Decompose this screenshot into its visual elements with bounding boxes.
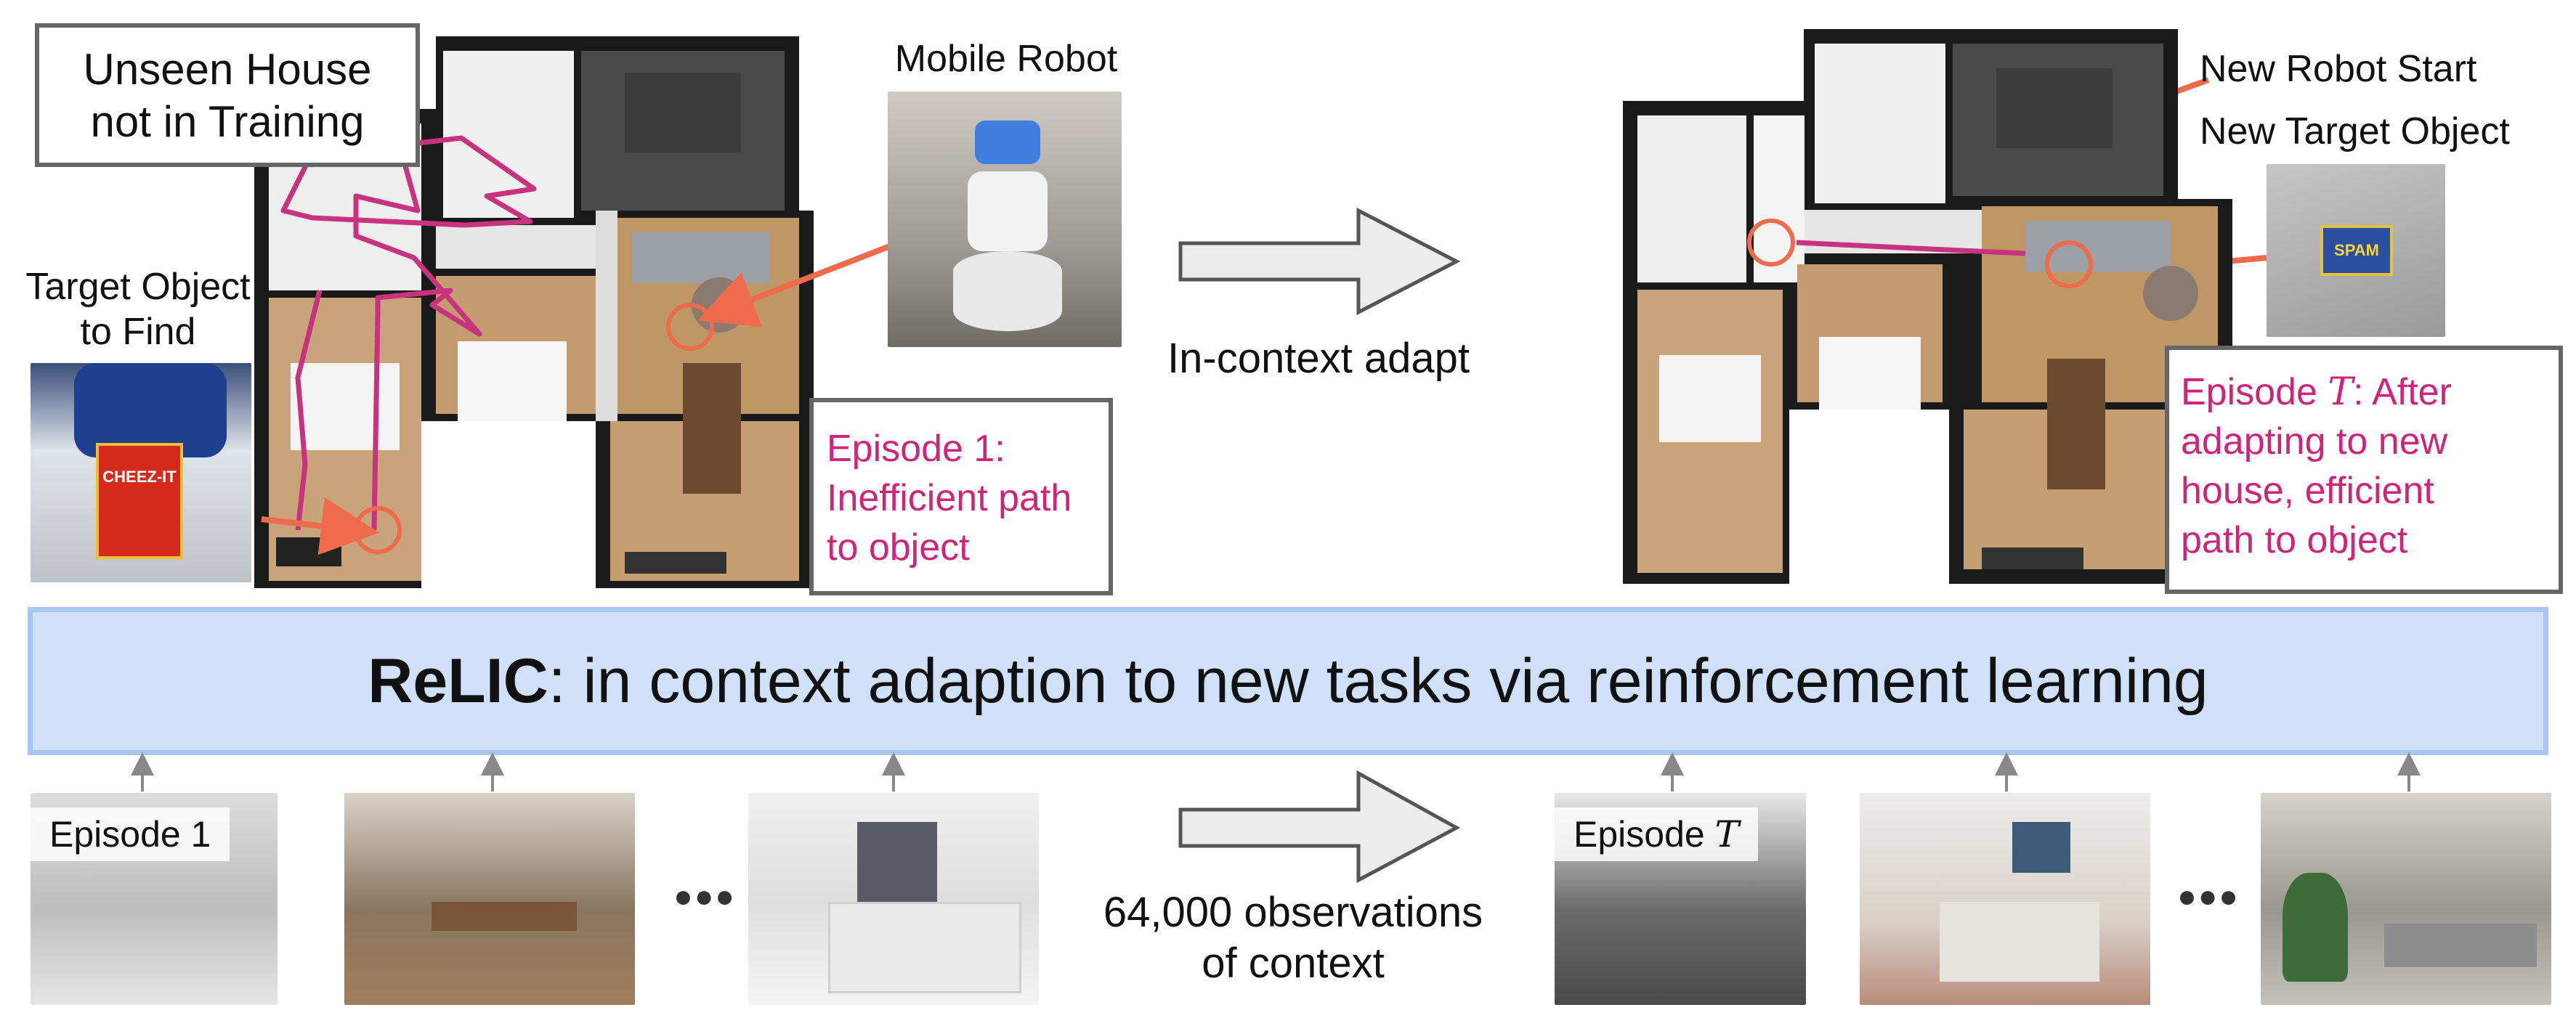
ellipsis-left: ●●●	[673, 879, 736, 914]
episode1-line1: Episode 1:	[827, 428, 1005, 470]
episodeT-line1: Episode T: After	[2181, 367, 2547, 417]
unseen-house-line2: not in Training	[90, 97, 365, 146]
new-target-object-photo: SPAM	[2267, 164, 2445, 337]
episode1-line2: Inefficient path	[827, 477, 1072, 519]
episodeT-line1-rest: : After	[2353, 371, 2452, 413]
episodeT-line2: adapting to new	[2181, 420, 2448, 463]
adapt-block-arrow	[1178, 207, 1461, 316]
snack-box: CHEEZ-IT	[96, 443, 183, 559]
observation-thumb-4: Episode T	[1555, 793, 1806, 1005]
robot-head	[975, 121, 1040, 164]
observations-block-arrow	[1178, 770, 1461, 884]
dining-table	[432, 902, 577, 931]
inefficient-path	[280, 135, 537, 531]
target-object-label: Target Object to Find	[15, 264, 262, 355]
observations-line2: of context	[1202, 940, 1385, 987]
robot-body	[968, 171, 1048, 251]
floorplan-episodeT	[1619, 25, 2243, 591]
episodeT-box: Episode T: After adapting to new house, …	[2165, 346, 2563, 594]
target-object-line2: to Find	[80, 311, 196, 354]
episodeT-tag: Episode T	[1555, 807, 1758, 861]
observation-thumb-5	[1860, 793, 2150, 1005]
new-target-marker	[2045, 240, 2093, 288]
episode1-line3: to object	[827, 526, 970, 569]
robot-marker	[666, 303, 714, 351]
unseen-house-box: Unseen House not in Training	[35, 23, 420, 167]
observations-label: 64,000 observations of context	[1068, 887, 1518, 989]
observation-thumb-3	[748, 793, 1039, 1005]
new-start-marker	[1747, 219, 1795, 266]
mobile-robot-label: Mobile Robot	[894, 38, 1118, 80]
observation-up-arrows	[131, 752, 2421, 791]
target-marker	[354, 506, 402, 554]
new-target-object-label: New Target Object	[2200, 110, 2510, 152]
relic-name: ReLIC	[368, 646, 548, 716]
episodeT-prefix: Episode	[2181, 371, 2328, 413]
bed-2	[1940, 902, 2099, 982]
window	[857, 822, 937, 902]
spam-can: SPAM	[2320, 225, 2393, 276]
target-object-line1: Target Object	[25, 266, 251, 308]
unseen-house-line1: Unseen House	[83, 45, 372, 94]
ellipsis-right: ●●●	[2177, 879, 2240, 914]
episode1-box: Episode 1: Inefficient path to object	[809, 398, 1113, 595]
episode1-tag: Episode 1	[31, 807, 230, 861]
mobile-robot-photo	[888, 91, 1122, 347]
new-robot-start-label: New Robot Start	[2200, 48, 2477, 90]
observation-thumb-6	[2261, 793, 2551, 1005]
efficient-path	[1796, 240, 1946, 253]
robot-base	[953, 251, 1062, 331]
bed	[828, 902, 1021, 993]
episodeT-line4: path to object	[2181, 519, 2408, 561]
wall-art	[2012, 822, 2070, 873]
target-object-photo: CHEEZ-IT	[31, 363, 251, 582]
sofa	[2384, 924, 2537, 967]
episodeT-line3: house, efficient	[2181, 470, 2434, 512]
observations-line1: 64,000 observations	[1103, 889, 1483, 936]
observation-thumb-2	[344, 793, 635, 1005]
relic-banner: ReLIC: in context adaption to new tasks …	[28, 607, 2548, 755]
episodeT-tag-variable: T	[1714, 813, 1739, 855]
adapt-label: In-context adapt	[1167, 335, 1470, 382]
banner-description: : in context adaption to new tasks via r…	[548, 646, 2208, 716]
episodeT-tag-prefix: Episode	[1573, 814, 1715, 855]
episodeT-variable: T	[2328, 370, 2354, 414]
observation-thumb-1: Episode 1	[31, 793, 278, 1005]
plant	[2283, 873, 2348, 982]
pillow-shape	[74, 363, 227, 457]
